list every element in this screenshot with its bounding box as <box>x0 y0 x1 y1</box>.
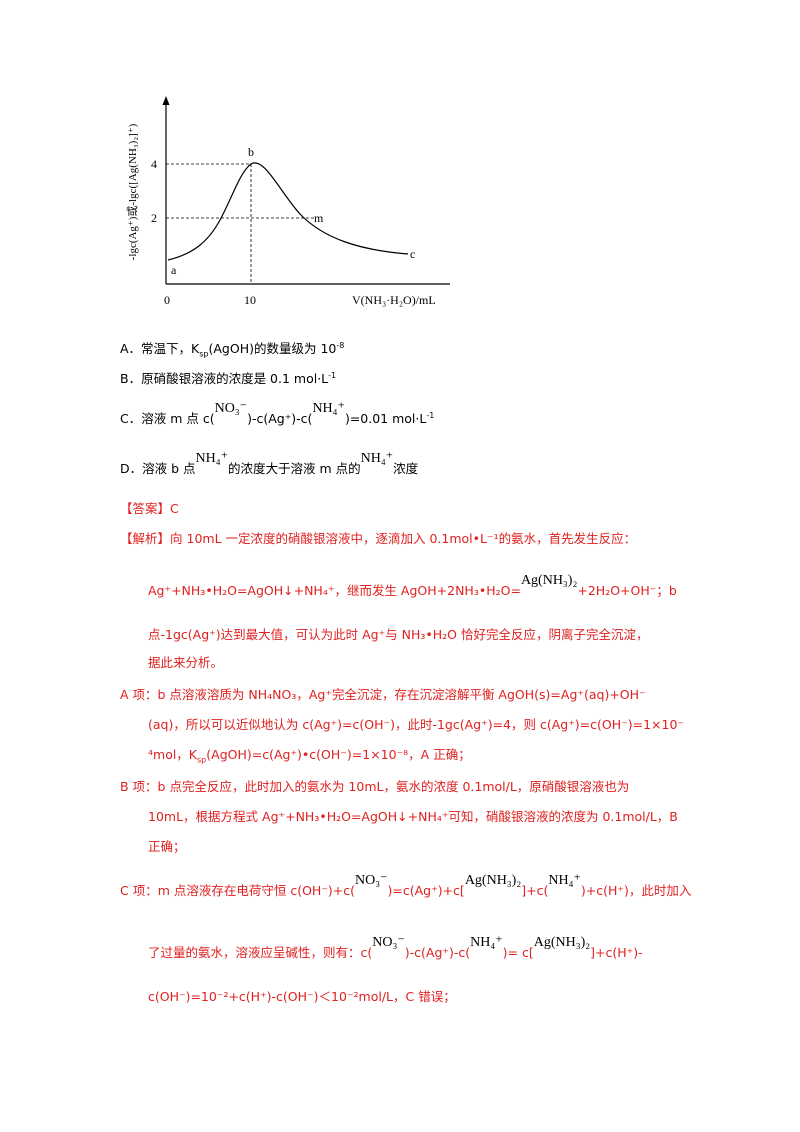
y-axis-arrow <box>162 96 170 105</box>
option-c-text2: )-c(Ag⁺)-c( <box>247 411 313 426</box>
analysis-b-2: 10mL，根据方程式 Ag⁺+NH₃•H₂O=AgOH↓+NH₄⁺可知，硝酸银溶… <box>148 808 678 826</box>
analysis-c-text-2a: 了过量的氨水，溶液应呈碱性，则有：c( <box>148 945 373 960</box>
analysis-c-ion2-no3: NO₃⁻ <box>372 935 405 950</box>
analysis-text-1: 向 10mL 一定浓度的硝酸银溶液中，逐滴加入 0.1mol•L⁻¹的氨水，首先… <box>170 531 637 546</box>
y-tick-4: 4 <box>151 157 157 171</box>
analysis-text-4: 据此来分析。 <box>148 655 224 670</box>
answer-line: 【答案】C <box>120 500 179 518</box>
analysis-a-2: (aq)，所以可以近似地认为 c(Ag⁺)=c(OH⁻)，此时-1gc(Ag⁺)… <box>148 716 684 734</box>
analysis-line-2: Ag⁺+NH₃•H₂O=AgOH↓+NH₄⁺，继而发生 AgOH+2NH₃•H₂… <box>148 573 677 601</box>
analysis-text-3: 点-1gc(Ag⁺)达到最大值，可认为此时 Ag⁺与 NH₃•H₂O 恰好完全反… <box>148 627 649 642</box>
analysis-c-ion2-nh4: NH₄⁺ <box>470 935 503 950</box>
analysis-a-1: A 项：b 点溶液溶质为 NH₄NO₃，Ag⁺完全沉淀，存在沉淀溶解平衡 AgO… <box>120 686 646 704</box>
analysis-line-1: 【解析】向 10mL 一定浓度的硝酸银溶液中，逐滴加入 0.1mol•L⁻¹的氨… <box>120 530 636 548</box>
option-a-sub: sp <box>199 349 209 359</box>
option-d-ion-nh4-m: NH₄⁺ <box>360 451 394 466</box>
analysis-c-text-3: c(OH⁻)=10⁻²+c(H⁺)-c(OH⁻)＜10⁻²mol/L，C 错误； <box>148 989 456 1004</box>
option-b-text: B．原硝酸银溶液的浓度是 0.1 mol·L <box>120 371 329 386</box>
x-tick-10: 10 <box>244 293 256 307</box>
analysis-c-ion-nh4: NH₄⁺ <box>548 873 581 888</box>
analysis-b-text-2: 10mL，根据方程式 Ag⁺+NH₃•H₂O=AgOH↓+NH₄⁺可知，硝酸银溶… <box>148 809 678 824</box>
analysis-c-ion-agnh32: Ag(NH₃)₂ <box>464 873 522 888</box>
analysis-c-text-2b: )-c(Ag⁺)-c( <box>404 945 471 960</box>
analysis-c-2: 了过量的氨水，溶液应呈碱性，则有：c(NO₃⁻)-c(Ag⁺)-c(NH₄⁺)=… <box>148 935 643 963</box>
titration-graph: -lgc(Ag⁺)或-lgc([Ag(NH₃)₂]⁺) V(NH₃·H₂O)/m… <box>126 96 450 307</box>
option-c-ion-nh4: NH₄⁺ <box>312 401 345 416</box>
option-a-text: A．常温下，K <box>120 341 200 356</box>
analysis-a-3: ⁴mol，Ksp(AgOH)=c(Ag⁺)•c(OH⁻)=1×10⁻⁸，A 正确… <box>148 746 471 764</box>
option-b-sup: -1 <box>328 370 337 380</box>
option-c-text3: )=0.01 mol·L <box>344 411 427 426</box>
option-d-ion-nh4-b: NH₄⁺ <box>195 451 229 466</box>
point-a-label: a <box>171 263 177 277</box>
analysis-c-3: c(OH⁻)=10⁻²+c(H⁺)-c(OH⁻)＜10⁻²mol/L，C 错误； <box>148 988 456 1006</box>
analysis-a-text-2: (aq)，所以可以近似地认为 c(Ag⁺)=c(OH⁻)，此时-1gc(Ag⁺)… <box>148 717 685 732</box>
analysis-text-2a: Ag⁺+NH₃•H₂O=AgOH↓+NH₄⁺，继而发生 AgOH+2NH₃•H₂… <box>148 583 521 598</box>
analysis-a-text-1: A 项：b 点溶液溶质为 NH₄NO₃，Ag⁺完全沉淀，存在沉淀溶解平衡 AgO… <box>120 687 646 702</box>
option-b: B．原硝酸银溶液的浓度是 0.1 mol·L-1 <box>120 370 336 388</box>
point-b-label: b <box>248 145 254 159</box>
origin-label: 0 <box>164 293 170 307</box>
analysis-b-text-1: B 项：b 点完全反应，此时加入的氨水为 10mL，氨水的浓度 0.1mol/L… <box>120 779 630 794</box>
analysis-a-text-3: ⁴mol，K <box>148 747 198 762</box>
analysis-c-text-2d: ]+c(H⁺)- <box>590 945 643 960</box>
point-m-label: m <box>314 211 324 225</box>
option-a: A．常温下，Ksp(AgOH)的数量级为 10-8 <box>120 340 344 358</box>
analysis-c-text-2c: )= c[ <box>502 945 534 960</box>
option-c: C．溶液 m 点 c(NO₃⁻)-c(Ag⁺)-c(NH₄⁺)=0.01 mol… <box>120 401 435 429</box>
analysis-a-sub: sp <box>197 755 207 765</box>
option-d-text2: 的浓度大于溶液 m 点的 <box>228 461 361 476</box>
option-d-text3: 浓度 <box>393 461 419 476</box>
y-axis-label: -lgc(Ag⁺)或-lgc([Ag(NH₃)₂]⁺) <box>126 123 139 260</box>
x-axis-label: V(NH₃·H₂O)/mL <box>352 293 436 307</box>
point-c-label: c <box>410 247 415 261</box>
analysis-a-text-3b: (AgOH)=c(Ag⁺)•c(OH⁻)=1×10⁻⁸，A 正确； <box>206 747 471 762</box>
answer-label: 【答案】 <box>120 501 171 516</box>
option-c-ion-no3: NO₃⁻ <box>214 401 248 416</box>
analysis-line-4: 据此来分析。 <box>148 654 223 672</box>
curve <box>167 162 409 261</box>
analysis-c-ion-no3: NO₃⁻ <box>355 873 388 888</box>
analysis-text-2b: +2H₂O+OH⁻；b <box>577 583 677 598</box>
analysis-b-1: B 项：b 点完全反应，此时加入的氨水为 10mL，氨水的浓度 0.1mol/L… <box>120 778 629 796</box>
analysis-c-text-1d: )+c(H⁺)，此时加入 <box>580 883 692 898</box>
analysis-c-1: C 项：m 点溶液存在电荷守恒 c(OH⁻)+c(NO₃⁻)=c(Ag⁺)+c[… <box>120 873 692 901</box>
analysis-c-ion2-agnh32: Ag(NH₃)₂ <box>533 935 591 950</box>
option-a-sup: -8 <box>336 340 345 350</box>
analysis-label: 【解析】 <box>120 531 171 546</box>
analysis-c-text-1a: C 项：m 点溶液存在电荷守恒 c(OH⁻)+c( <box>120 883 356 898</box>
option-d: D．溶液 b 点NH₄⁺的浓度大于溶液 m 点的NH₄⁺浓度 <box>120 451 419 479</box>
analysis-line-3: 点-1gc(Ag⁺)达到最大值，可认为此时 Ag⁺与 NH₃•H₂O 恰好完全反… <box>148 626 649 644</box>
y-tick-2: 2 <box>151 211 157 225</box>
analysis-b-3: 正确； <box>148 838 186 856</box>
analysis-b-text-3: 正确； <box>148 839 186 854</box>
option-c-sup: -1 <box>426 410 435 420</box>
answer-value: C <box>170 501 179 516</box>
analysis-c-text-1b: )=c(Ag⁺)+c[ <box>387 883 465 898</box>
analysis-c-text-1c: ]+c( <box>521 883 549 898</box>
analysis-ion-agnh32: Ag(NH₃)₂ <box>520 573 578 588</box>
option-c-text: C．溶液 m 点 c( <box>120 411 215 426</box>
option-d-text: D．溶液 b 点 <box>120 461 196 476</box>
option-a-text2: (AgOH)的数量级为 10 <box>208 341 337 356</box>
